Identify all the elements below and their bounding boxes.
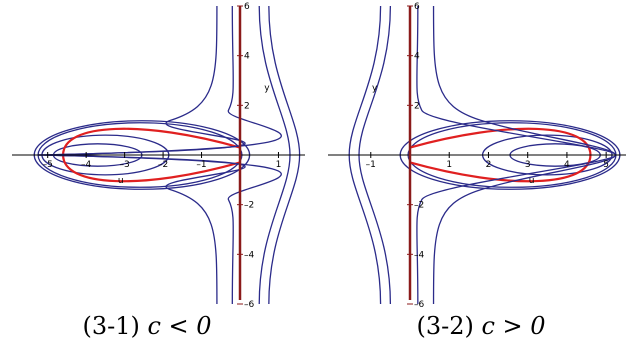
- x-tick-label: 4: [564, 160, 570, 170]
- hyperbolic-contour-upper-2: [38, 5, 282, 156]
- hyperbolic-contour-lower-1: [432, 154, 617, 305]
- plot-panel-2: –1 1 2 3 4 5 –6 –4 –2 2 4 6 u y: [328, 2, 626, 310]
- x-tick-label: –1: [196, 160, 206, 170]
- x-axis-label: u: [118, 176, 124, 186]
- y-tick-label: –2: [414, 201, 424, 211]
- y-axis-label: y: [372, 83, 378, 93]
- hyperbolic-contour-lower-2: [38, 154, 282, 305]
- y-tick-label: 4: [414, 52, 420, 62]
- y-tick-label: 4: [244, 52, 250, 62]
- y-tick-label: –4: [414, 250, 425, 260]
- x-tick-label: –2: [158, 160, 168, 170]
- x-tick-label: 1: [276, 160, 282, 170]
- x-tick-label: 1: [446, 160, 452, 170]
- y-tick-label: 2: [414, 101, 420, 111]
- caption-3-2: (3-2) c > 0: [416, 312, 546, 340]
- y-tick-label: –6: [414, 300, 425, 310]
- x-tick-label: –1: [366, 160, 376, 170]
- y-axis-label: y: [264, 83, 270, 93]
- hyperbolic-contour-lower-2: [416, 154, 617, 305]
- hyperbolic-contour-upper-2: [416, 5, 617, 156]
- y-tick-label: –2: [244, 201, 254, 211]
- plot-panel-1: –5 –4 –3 –2 –1 1 –6 –4 –2 2 4 6 u y: [12, 2, 305, 310]
- hyperbolic-contour-upper-1: [432, 5, 617, 156]
- caption-3-1: (3-1) c < 0: [82, 312, 212, 340]
- y-tick-label: 6: [414, 2, 420, 12]
- x-tick-label: 2: [486, 160, 492, 170]
- y-tick-label: –6: [244, 300, 255, 310]
- x-tick-label: 5: [603, 160, 609, 170]
- y-tick-label: 2: [244, 101, 250, 111]
- x-axis-label: u: [529, 176, 535, 186]
- x-tick-label: –3: [119, 160, 129, 170]
- x-tick-label: –4: [81, 160, 92, 170]
- y-tick-label: 6: [244, 2, 250, 12]
- x-tick-label: –5: [43, 160, 53, 170]
- y-tick-label: –4: [244, 250, 255, 260]
- x-tick-label: 3: [525, 160, 531, 170]
